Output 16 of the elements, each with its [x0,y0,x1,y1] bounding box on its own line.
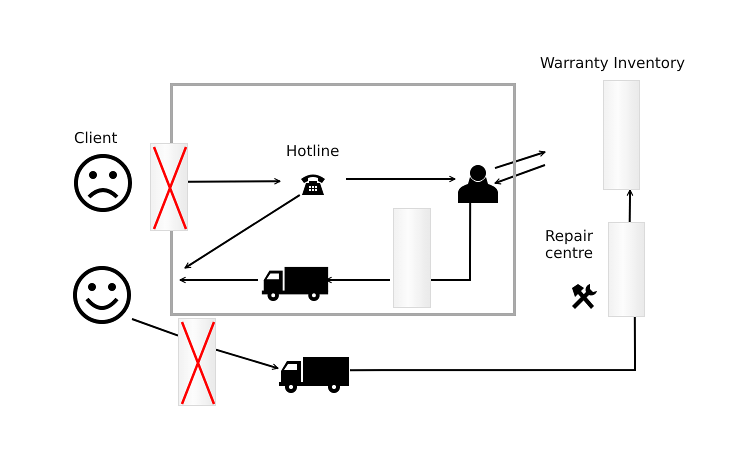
arrow [346,176,456,182]
arrow [494,150,546,170]
arrow [188,178,281,185]
node-label: Repair centre [545,228,594,262]
arrow [184,194,300,269]
node-label: Hotline [286,143,340,160]
node-label: Warranty Inventory [540,55,686,72]
arrow [626,189,634,222]
arrow [494,164,546,184]
connector-line [350,317,636,372]
connector-line [132,318,178,337]
arrow [179,276,258,284]
frame [170,83,516,316]
node-label: Client [74,130,118,148]
cabinet [393,208,431,308]
arrow [216,348,279,370]
